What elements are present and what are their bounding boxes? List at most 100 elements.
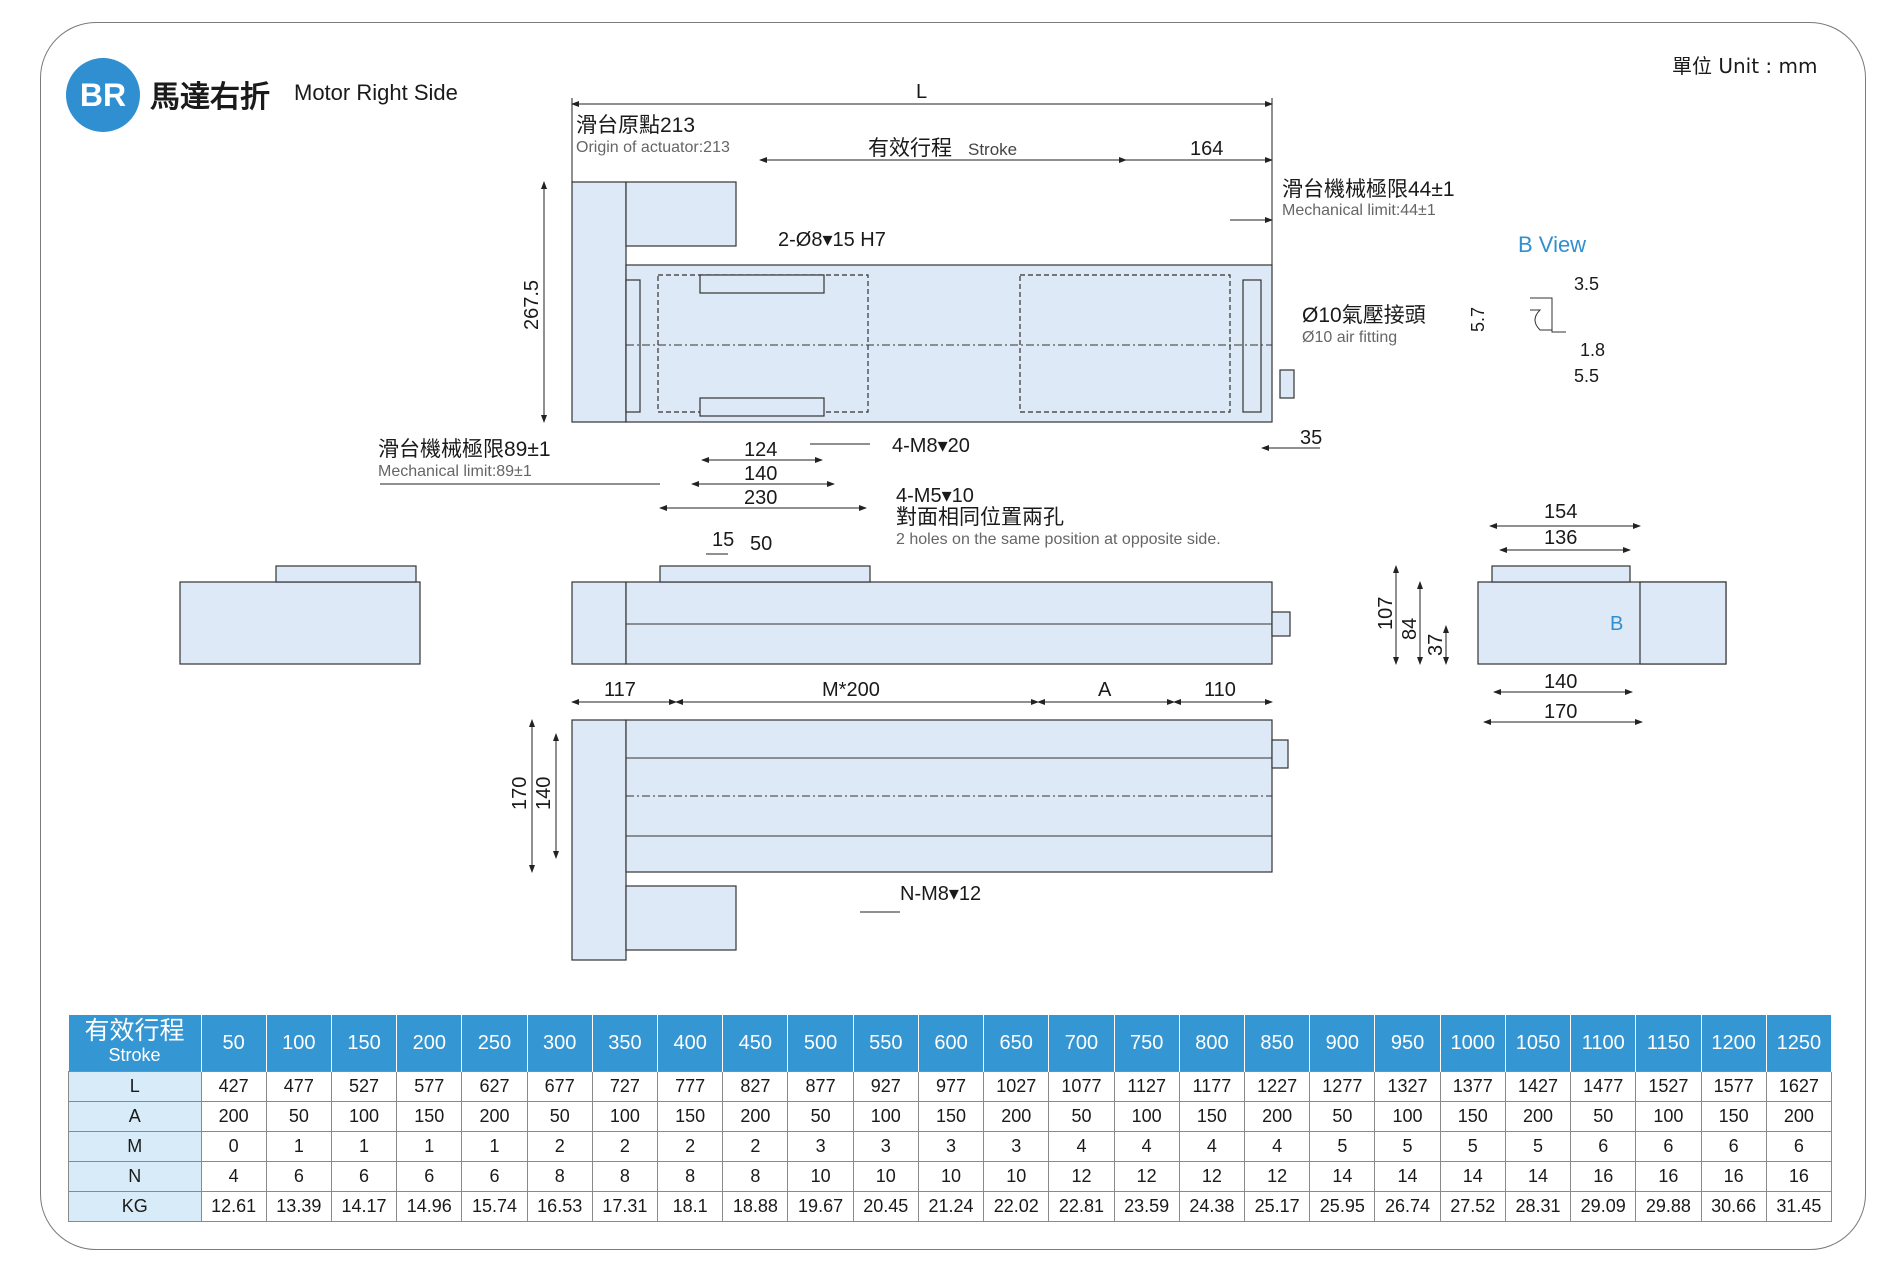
table-cell: 977	[917, 1071, 985, 1102]
table-cell: 16.53	[526, 1191, 593, 1222]
mid-fitting	[1271, 611, 1291, 637]
table-cell: 200	[1765, 1101, 1833, 1132]
table-cell: 200	[1504, 1101, 1572, 1132]
table-cell: 2	[722, 1131, 789, 1162]
table-cell: 31.45	[1765, 1191, 1833, 1222]
table-cell: 527	[330, 1071, 398, 1102]
stroke-col-header: 500	[787, 1015, 854, 1072]
air-cn: Ø10氣壓接頭	[1302, 304, 1426, 327]
table-cell: 14	[1439, 1161, 1506, 1192]
table-cell: 8	[526, 1161, 593, 1192]
stroke-col-header: 1200	[1701, 1015, 1767, 1072]
row-label: KG	[68, 1191, 202, 1222]
table-cell: 26.74	[1374, 1191, 1441, 1222]
table-cell: 12	[1113, 1161, 1180, 1192]
table-cell: 10	[917, 1161, 985, 1192]
table-cell: 727	[591, 1071, 659, 1102]
table-cell: 12	[1048, 1161, 1115, 1192]
table-cell: 25.95	[1309, 1191, 1376, 1222]
table-cell: 50	[1048, 1101, 1115, 1132]
dim-110: 110	[1204, 679, 1236, 701]
table-cell: 50	[787, 1101, 854, 1132]
stroke-col-header: 1050	[1505, 1015, 1572, 1072]
table-cell: 14	[1374, 1161, 1441, 1192]
table-cell: 1327	[1374, 1071, 1441, 1102]
origin-cn: 滑台原點213	[576, 114, 695, 137]
stroke-col-header: 100	[266, 1015, 332, 1072]
mech44-en: Mechanical limit:44±1	[1282, 202, 1436, 219]
table-cell: 1	[330, 1131, 398, 1162]
table-cell: 100	[1635, 1101, 1702, 1132]
table-cell: 4	[1048, 1131, 1115, 1162]
table-cell: 5	[1374, 1131, 1441, 1162]
table-cell: 1	[265, 1131, 332, 1162]
dim-267: 267.5	[521, 280, 543, 330]
section-title-en: Motor Right Side	[294, 80, 458, 105]
table-cell: 2	[591, 1131, 659, 1162]
dim-124: 124	[744, 439, 777, 461]
b-mark: B	[1610, 613, 1623, 635]
n-m8: N-M8▾12	[900, 883, 981, 905]
table-cell: 10	[983, 1161, 1050, 1192]
table-cell: 23.59	[1113, 1191, 1180, 1222]
table-cell: 4	[200, 1161, 267, 1192]
table-cell: 22.02	[983, 1191, 1050, 1222]
table-cell: 6	[396, 1161, 463, 1192]
dim-84: 84	[1399, 618, 1421, 640]
table-cell: 1277	[1309, 1071, 1376, 1102]
table-cell: 1527	[1635, 1071, 1702, 1102]
table-cell: 1127	[1113, 1071, 1180, 1102]
table-cell: 1227	[1243, 1071, 1311, 1102]
unit-label: 單位 Unit : mm	[1672, 54, 1818, 78]
bot-motor	[625, 885, 737, 951]
b-view-title: B View	[1518, 232, 1586, 257]
table-cell: 6	[1700, 1131, 1767, 1162]
table-cell: 427	[200, 1071, 267, 1102]
table-cell: 5	[1504, 1131, 1572, 1162]
table-cell: 13.39	[265, 1191, 332, 1222]
table-cell: 29.88	[1635, 1191, 1702, 1222]
table-cell: 25.17	[1243, 1191, 1311, 1222]
table-cell: 150	[1700, 1101, 1767, 1132]
table-cell: 150	[1439, 1101, 1506, 1132]
table-cell: 4	[1113, 1131, 1180, 1162]
dim-140b: 140	[1544, 671, 1577, 693]
dim-164: 164	[1190, 138, 1223, 160]
table-cell: 12.61	[200, 1191, 267, 1222]
table-cell: 8	[657, 1161, 724, 1192]
stroke-col-header: 300	[527, 1015, 593, 1072]
stroke-col-header: 600	[918, 1015, 985, 1072]
row-label: A	[68, 1101, 202, 1132]
bot-fitting	[1271, 739, 1289, 769]
m5-10: 4-M5▾10	[896, 485, 974, 507]
origin-en: Origin of actuator:213	[576, 139, 730, 156]
table-cell: 1477	[1570, 1071, 1637, 1102]
end-view-motor	[1639, 581, 1727, 665]
dim-170b: 170	[509, 777, 531, 810]
stroke-col-header: 350	[592, 1015, 659, 1072]
table-cell: 100	[1113, 1101, 1180, 1132]
table-cell: 3	[917, 1131, 985, 1162]
table-cell: 200	[461, 1101, 528, 1132]
top-carriage-end	[1019, 274, 1231, 413]
dim-230: 230	[744, 487, 777, 509]
stroke-header-cn: 有效行程	[84, 1017, 185, 1045]
dim-140c: 140	[533, 777, 555, 810]
dim-140a: 140	[744, 463, 777, 485]
table-cell: 18.88	[722, 1191, 789, 1222]
stroke-col-header: 200	[396, 1015, 463, 1072]
b-57: 5.7	[1468, 307, 1488, 332]
b-55: 5.5	[1574, 366, 1599, 386]
top-left-plate	[625, 279, 641, 413]
dim-107: 107	[1375, 597, 1397, 630]
dim-50: 50	[750, 533, 772, 555]
mid-left-motor	[179, 581, 421, 665]
table-cell: 10	[852, 1161, 919, 1192]
table-cell: 1027	[983, 1071, 1050, 1102]
stroke-col-header: 750	[1114, 1015, 1180, 1072]
table-cell: 1427	[1504, 1071, 1572, 1102]
table-cell: 16	[1635, 1161, 1702, 1192]
dim-A: A	[1098, 679, 1112, 701]
